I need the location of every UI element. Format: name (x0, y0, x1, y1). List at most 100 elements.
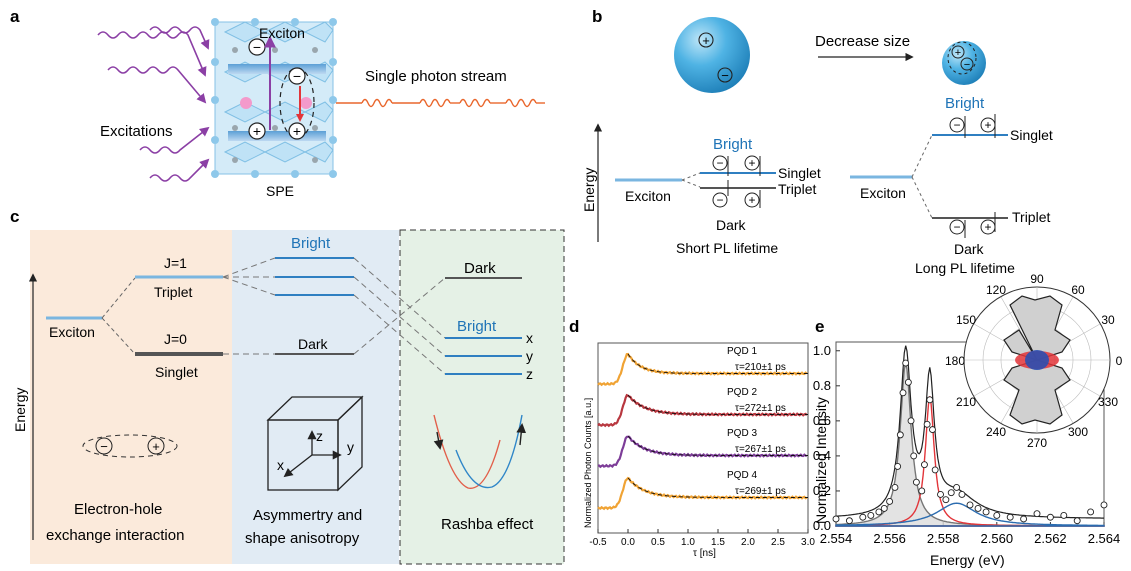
polar-angle-label: 240 (986, 425, 1006, 439)
short-lifetime-label: Short PL lifetime (676, 240, 778, 256)
perovskite-lattice (211, 18, 337, 178)
dark-label-right: Dark (954, 241, 985, 257)
panel-b-letter: b (592, 7, 602, 26)
d-fit-curve (627, 477, 808, 498)
polar-angle-label: 30 (1101, 313, 1115, 327)
exciton-label: Exciton (259, 25, 305, 41)
e-data-point (904, 378, 912, 386)
e-xtick-label: 2.556 (873, 531, 906, 546)
d-xtick-label: 1.5 (711, 537, 725, 548)
panel-d-ylabel: Normalized Photon Counts [a.u.] (583, 398, 593, 528)
d-xtick-label: 0.5 (651, 537, 665, 548)
valence-band (228, 131, 326, 141)
exciton-electron: − (288, 67, 306, 85)
svg-text:+: + (293, 123, 301, 139)
e-xtick-label: 2.562 (1034, 531, 1067, 546)
svg-text:−: − (293, 68, 301, 84)
svg-text:−: − (716, 193, 723, 207)
e-data-point (923, 420, 931, 428)
bright-label-mid: Bright (291, 235, 331, 252)
polar-angle-label: 300 (1068, 425, 1088, 439)
e-data-point (1073, 517, 1081, 525)
e-data-point (947, 489, 955, 497)
e-data-point (1100, 501, 1108, 509)
e-data-point (966, 501, 974, 509)
e-data-point (1020, 515, 1028, 523)
e-ytick-label: 0.6 (813, 413, 831, 428)
d-xtick-label: -0.5 (589, 537, 607, 548)
polar-angle-label: 270 (1027, 436, 1047, 450)
x-level-label: x (526, 330, 533, 346)
e-data-point (918, 487, 926, 495)
panel-d: d Normalized Photon Counts [a.u.] τ [ns]… (569, 317, 815, 559)
e-data-point (958, 491, 966, 498)
d-curve-name: PQD 3 (727, 428, 757, 439)
svg-text:+: + (748, 193, 755, 207)
large-dot-hole: + (698, 32, 714, 48)
e-ytick-label: 0.0 (813, 518, 831, 533)
small-dot-exciton-ellipse (947, 41, 977, 75)
cube-icon (266, 395, 364, 492)
photon-packet (459, 98, 491, 108)
e-xtick-label: 2.554 (820, 531, 853, 546)
singlet-label-left: Singlet (778, 165, 821, 181)
e-data-point (1046, 513, 1054, 521)
triplet-label-left: Triplet (778, 181, 816, 197)
energy-label-c: Energy (12, 388, 28, 432)
caption-anisotropy-1: Asymmertry and (253, 507, 362, 524)
small-quantum-dot (942, 41, 986, 85)
svg-text:+: + (702, 33, 710, 48)
exciton-label-right: Exciton (860, 185, 906, 201)
caption-exchange-2: exchange interaction (46, 527, 184, 544)
d-curve-name: PQD 1 (727, 346, 757, 357)
connector-lines-c (222, 257, 446, 375)
d-fit-curve (627, 394, 808, 415)
e-data-point (859, 513, 867, 521)
e-data-point (907, 417, 915, 425)
bright-label-right: Bright (945, 95, 985, 112)
svg-text:+: + (152, 439, 160, 454)
panel-d-letter: d (569, 317, 579, 336)
blue-polar-lobe (1025, 350, 1049, 370)
e-xtick-label: 2.564 (1088, 531, 1121, 546)
d-fit-curve (627, 353, 808, 374)
polar-angle-label: 90 (1030, 272, 1044, 286)
excitations-label: Excitations (100, 123, 173, 140)
exciton-ellipse (279, 67, 315, 139)
dark-label-left: Dark (716, 217, 747, 233)
e-data-point (1087, 508, 1095, 516)
spe-label: SPE (266, 183, 294, 199)
e-data-point (899, 389, 907, 397)
e-data-point (929, 426, 936, 434)
e-data-point (902, 359, 910, 367)
e-ytick-label: 0.2 (813, 483, 831, 498)
j0-label: J=0 (164, 331, 187, 347)
e-ytick-label: 1.0 (813, 343, 831, 358)
polar-angle-label: 120 (986, 283, 1006, 297)
triplet-label-right: Triplet (1012, 209, 1050, 225)
excitation-waves (97, 26, 210, 182)
e-total-fit (835, 345, 1104, 519)
conduction-band (228, 64, 326, 74)
panel-e-peak-fits (835, 345, 1105, 527)
d-curve-name: PQD 2 (727, 387, 757, 398)
small-dot-hole: + (951, 45, 965, 59)
e-data-point (982, 508, 990, 516)
svg-text:−: − (953, 118, 960, 132)
polar-angle-label: 60 (1071, 283, 1085, 297)
panel-e-ylabel: Normalized Intensity (813, 397, 829, 524)
svg-text:−: − (716, 156, 723, 170)
e-data-point (886, 498, 894, 505)
d-xtick-label: 3.0 (801, 537, 815, 548)
svg-text:−: − (964, 59, 970, 71)
electron-hole-pair: − + (82, 434, 178, 458)
singlet-label-right: Singlet (1010, 127, 1053, 143)
e-data-point (880, 505, 888, 512)
e-data-point (920, 461, 928, 469)
d-curve-tau: τ=269±1 ps (735, 486, 786, 497)
d-curve-name: PQD 4 (727, 470, 757, 481)
